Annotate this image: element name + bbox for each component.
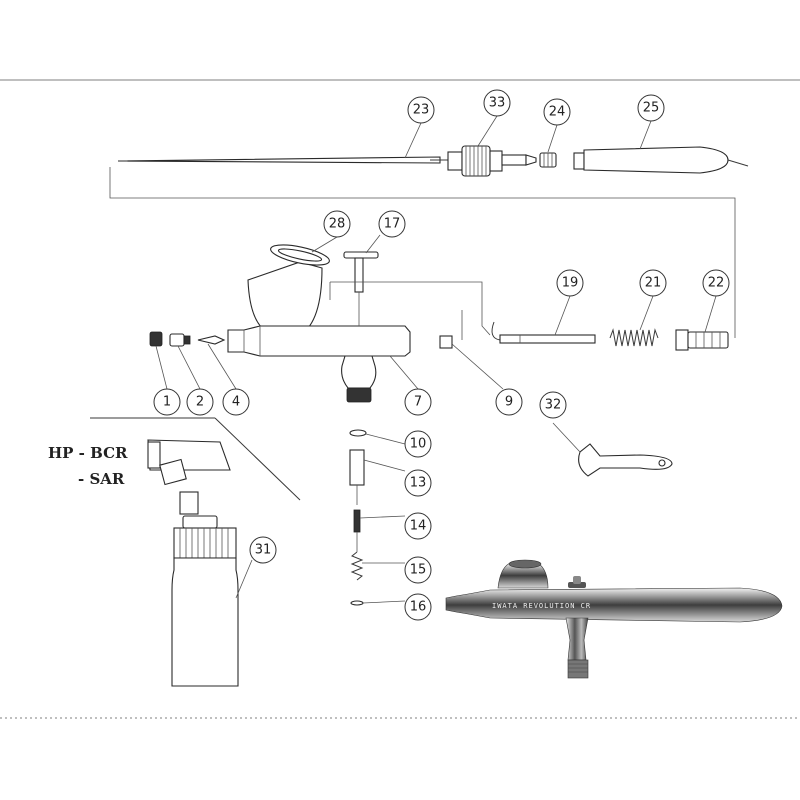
needle-part-23 [117,156,441,164]
part-9 [439,335,453,349]
bottle-body-31 [171,557,239,687]
photo-air-fitting [567,659,589,679]
callout-9: 9 [495,388,523,416]
air-valve-fitting [346,387,372,403]
part-19 [499,334,596,344]
svg-text:1: 1 [163,395,171,410]
trigger-stem [354,257,364,293]
cup-part-28 [247,261,323,336]
svg-text:31: 31 [255,543,272,558]
svg-text:2: 2 [196,395,204,410]
nozzle-part-4 [197,335,226,345]
callout-22: 22 [702,269,730,297]
trigger-part-17 [343,251,379,259]
svg-text:23: 23 [413,103,430,118]
callout-16: 16 [404,593,432,621]
wrench-part-32 [578,443,673,477]
callout-32: 32 [539,391,567,419]
svg-text:25: 25 [643,101,660,116]
part-13 [349,449,365,486]
callout-14: 14 [404,512,432,540]
callout-33: 33 [483,89,511,117]
handle-part-25 [583,146,729,174]
needle-cap-part-1 [149,331,163,347]
svg-text:7: 7 [414,395,422,410]
photo-engraving: IWATA REVOLUTION CR [492,602,591,610]
nozzle-parts [149,331,226,347]
svg-text:9: 9 [505,395,513,410]
rear-guide-line [330,281,491,336]
callout-7: 7 [404,388,432,416]
photo-handle-stem [565,617,589,661]
callout-31: 31 [249,536,277,564]
bottle-section: HP - BCR - SAR [48,417,301,687]
body-barrel [227,325,411,357]
bottle-neck [182,515,218,529]
callout-21: 21 [639,269,667,297]
part-16 [350,600,364,606]
callout-25: 25 [637,94,665,122]
rear-assembly [109,145,749,338]
svg-text:22: 22 [708,276,725,291]
photo-trigger [568,582,586,588]
callout-4: 4 [222,388,250,416]
leader-lines [155,115,717,604]
part-22-front [675,329,689,351]
svg-text:17: 17 [384,217,401,232]
model-label-line1: HP - BCR [48,444,128,462]
part-14 [353,509,361,533]
callout-15: 15 [404,556,432,584]
svg-text:4: 4 [232,395,240,410]
svg-text:33: 33 [489,96,506,111]
section-line-diag [214,417,301,501]
part-22-body [687,331,729,349]
part-10 [349,429,367,437]
part-33-shaft [501,154,527,166]
bottle-cap-31 [173,527,237,559]
svg-text:21: 21 [645,276,662,291]
svg-text:15: 15 [410,563,427,578]
body-stem [341,355,377,389]
airbrush-body [227,244,491,403]
part-33-collar [447,151,463,171]
callouts: 23 33 24 25 28 17 19 21 22 1 2 4 7 9 32 … [153,89,730,621]
callout-2: 2 [186,388,214,416]
svg-text:10: 10 [410,437,427,452]
callout-10: 10 [404,430,432,458]
spring-part-21 [609,328,659,347]
callout-24: 24 [543,98,571,126]
photo-body [445,587,783,623]
callout-1: 1 [153,388,181,416]
svg-text:32: 32 [545,398,562,413]
rear-internal-parts [491,321,729,351]
svg-text:24: 24 [549,105,566,120]
model-label-line2: - SAR [78,470,125,488]
bottle-tube [179,491,199,515]
callout-17: 17 [378,210,406,238]
svg-text:13: 13 [410,476,427,491]
part-33-tail [489,150,503,172]
handle-cap [573,152,585,170]
callout-19: 19 [556,269,584,297]
svg-text:14: 14 [410,519,427,534]
svg-text:16: 16 [410,600,427,615]
airbrush-photo: IWATA REVOLUTION CR [445,559,783,679]
spring-part-15 [350,551,364,581]
nozzle-cap-part-2 [169,333,185,347]
callout-28: 28 [323,210,351,238]
callout-13: 13 [404,469,432,497]
assembly-guide-line [109,167,736,338]
svg-text:19: 19 [562,276,579,291]
svg-text:28: 28 [329,217,346,232]
callout-23: 23 [407,96,435,124]
valve-stack [349,429,367,606]
